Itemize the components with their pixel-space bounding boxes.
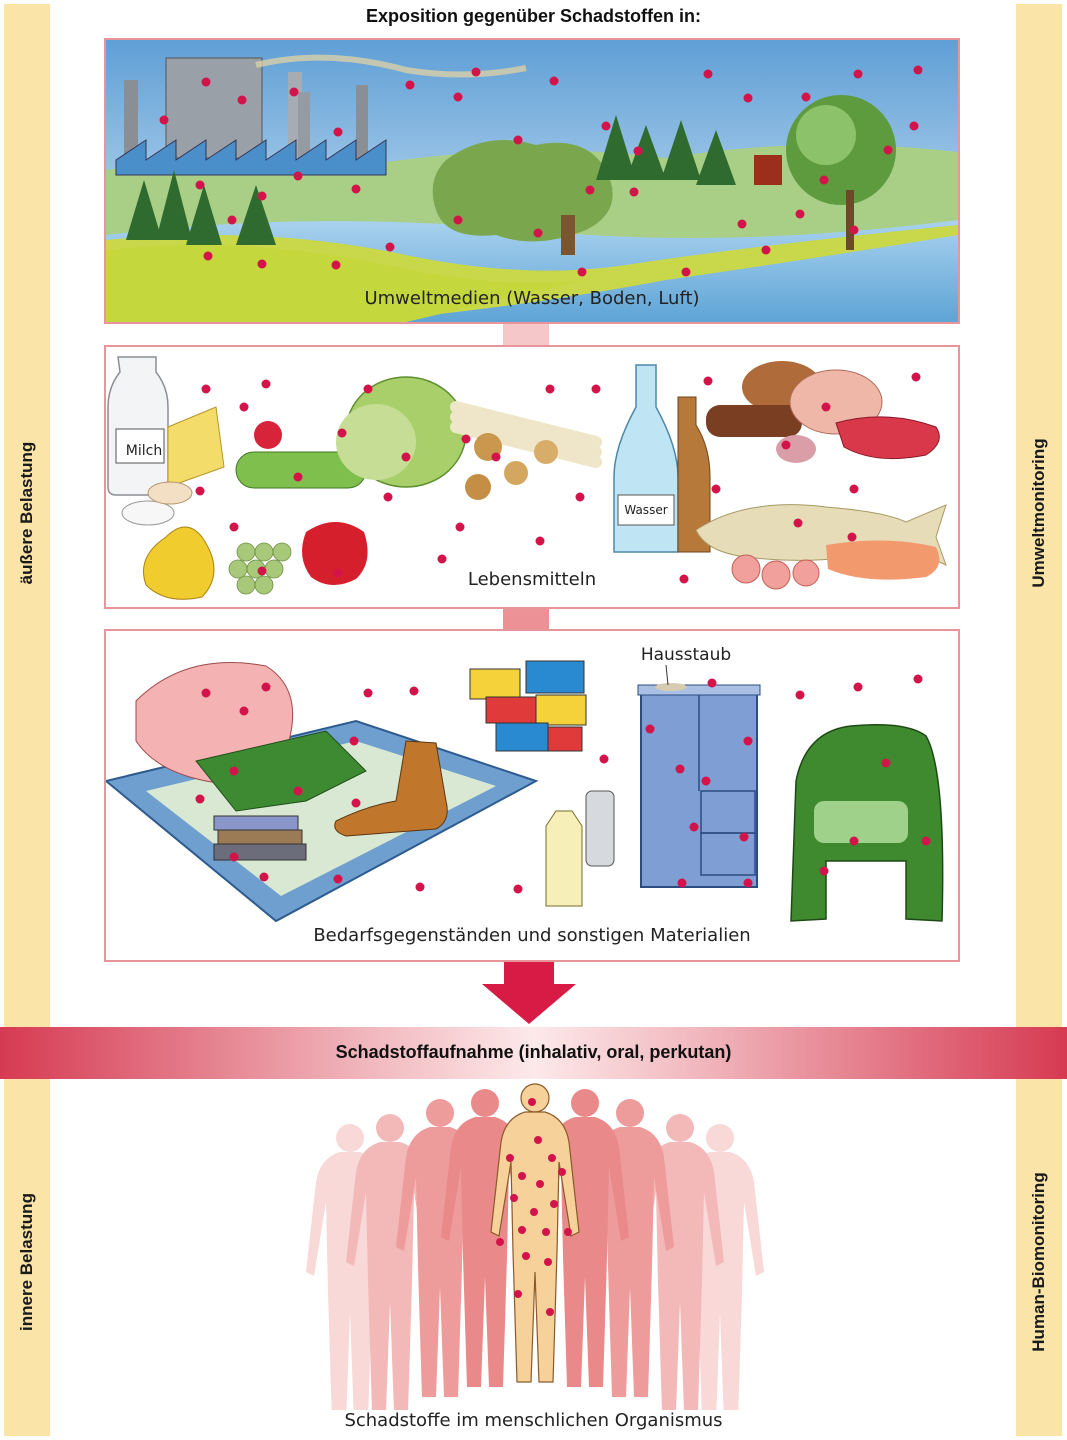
materials-illustration (106, 631, 958, 960)
connector-2 (503, 608, 549, 630)
caption-organism: Schadstoffe im menschlichen Organismus (0, 1410, 1067, 1431)
caption-food: Lebensmitteln (106, 569, 958, 590)
label-human-biomonitoring: Human-Biomonitoring (1029, 1142, 1049, 1382)
uptake-label: Schadstoffaufnahme (inhalativ, oral, per… (0, 1042, 1067, 1063)
caption-materials: Bedarfsgegenständen und sonstigen Materi… (106, 925, 958, 946)
page-title: Exposition gegenüber Schadstoffen in: (0, 6, 1067, 27)
down-arrow (480, 962, 578, 1026)
caption-environment: Umweltmedien (Wasser, Boden, Luft) (106, 288, 958, 309)
panel-materials: Hausstaub Bedarfsgegenständen und sonsti… (104, 629, 960, 962)
water-label: Wasser (618, 503, 674, 517)
label-outer-exposure: äußere Belastung (17, 413, 37, 613)
milk-label: Milch (120, 443, 168, 459)
connector-1 (503, 323, 549, 346)
label-environmental-monitoring: Umweltmonitoring (1029, 413, 1049, 613)
environment-illustration (106, 40, 958, 322)
uptake-band: Schadstoffaufnahme (inhalativ, oral, per… (0, 1027, 1067, 1079)
human-figures (300, 1082, 770, 1410)
dust-label: Hausstaub (626, 645, 746, 665)
food-illustration (106, 347, 958, 607)
label-inner-exposure: innere Belastung (17, 1162, 37, 1362)
panel-environment: Umweltmedien (Wasser, Boden, Luft) (104, 38, 960, 324)
panel-food: Milch Wasser Lebensmitteln (104, 345, 960, 609)
